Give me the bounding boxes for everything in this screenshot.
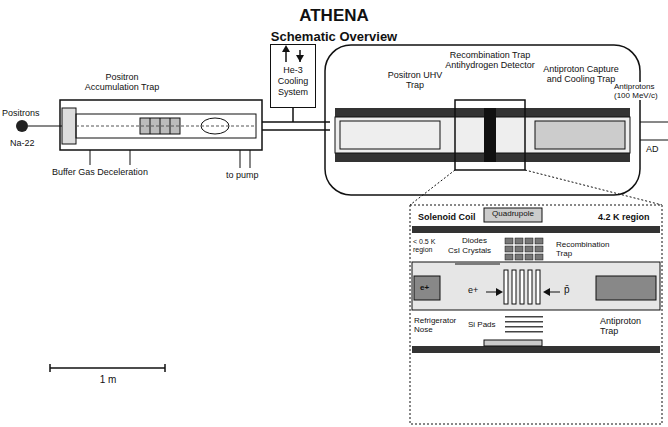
- label: Solenoid Coil: [418, 212, 476, 222]
- zoom-line: [525, 170, 662, 205]
- antiproton-trap: [535, 121, 625, 149]
- trap-bore: [335, 117, 630, 153]
- refrigerator-nose: [455, 264, 500, 265]
- transfer-pipe: [262, 121, 330, 123]
- label: Schematic Overview: [234, 30, 434, 45]
- coil-bar: [412, 226, 660, 233]
- node-text: He-3 Cooling System: [273, 65, 313, 97]
- cryostat-outline: [325, 45, 640, 195]
- label: p̄: [564, 284, 570, 296]
- label: Buffer Gas Deceleration: [52, 167, 148, 177]
- transfer-pipe: [262, 129, 330, 131]
- label: CsI Crystals: [448, 246, 491, 255]
- quadrupole-box: [484, 208, 542, 222]
- beam-line: [28, 126, 62, 127]
- zoom-line: [410, 170, 455, 205]
- label: Antiproton Trap: [600, 316, 656, 337]
- solenoid-coil: [335, 153, 630, 162]
- flange: [62, 108, 76, 144]
- electrodes: [504, 270, 540, 304]
- title: ATHENA: [0, 6, 668, 26]
- solenoid-coil: [335, 108, 630, 117]
- coil-bar: [412, 346, 660, 353]
- label: Positron Accumulation Trap: [80, 72, 164, 93]
- label: 4.2 K region: [598, 212, 650, 222]
- label: AD: [646, 144, 659, 154]
- cooling-system-box: He-3 Cooling System: [270, 44, 316, 108]
- leader-line: [90, 150, 91, 165]
- csi-crystals: [505, 238, 543, 260]
- recombination-trap: [484, 108, 496, 162]
- label: e+: [420, 283, 429, 292]
- label: < 0.5 K region: [413, 238, 453, 254]
- label: Antiproton Capture and Cooling Trap: [538, 64, 624, 85]
- leader-line: [130, 150, 131, 165]
- inset-frame: [410, 205, 662, 424]
- label: Refrigerator Nose: [414, 316, 464, 334]
- label: e+: [468, 285, 478, 295]
- antiproton-trap: [596, 276, 656, 300]
- inner-tube: [76, 114, 256, 138]
- label: Antiprotons (100 MeV/c): [614, 82, 666, 100]
- label: Recombination Trap Antihydrogen Detector: [425, 50, 555, 71]
- source-symbol: [16, 120, 28, 132]
- label: Positron UHV Trap: [382, 70, 448, 91]
- label: Diodes: [462, 236, 487, 245]
- pump-pipe: [250, 150, 251, 168]
- scale-bar: [50, 367, 165, 369]
- detector-box: [455, 100, 525, 170]
- label: Quadrupole: [484, 209, 542, 218]
- electrode: [201, 118, 229, 134]
- bore: [412, 262, 660, 310]
- label: Na-22: [10, 138, 35, 148]
- accumulator-housing: [60, 100, 262, 150]
- label: Positrons: [2, 108, 40, 118]
- label: to pump: [226, 170, 259, 180]
- positron-trap: [414, 276, 440, 300]
- si-pads: [505, 316, 543, 333]
- pump-pipe: [240, 150, 241, 168]
- label: Si Pads: [468, 320, 496, 329]
- positron-trap: [340, 121, 440, 149]
- label: 1 m: [88, 374, 128, 386]
- label: Recombination Trap: [556, 240, 616, 258]
- beam-axis: [76, 126, 256, 127]
